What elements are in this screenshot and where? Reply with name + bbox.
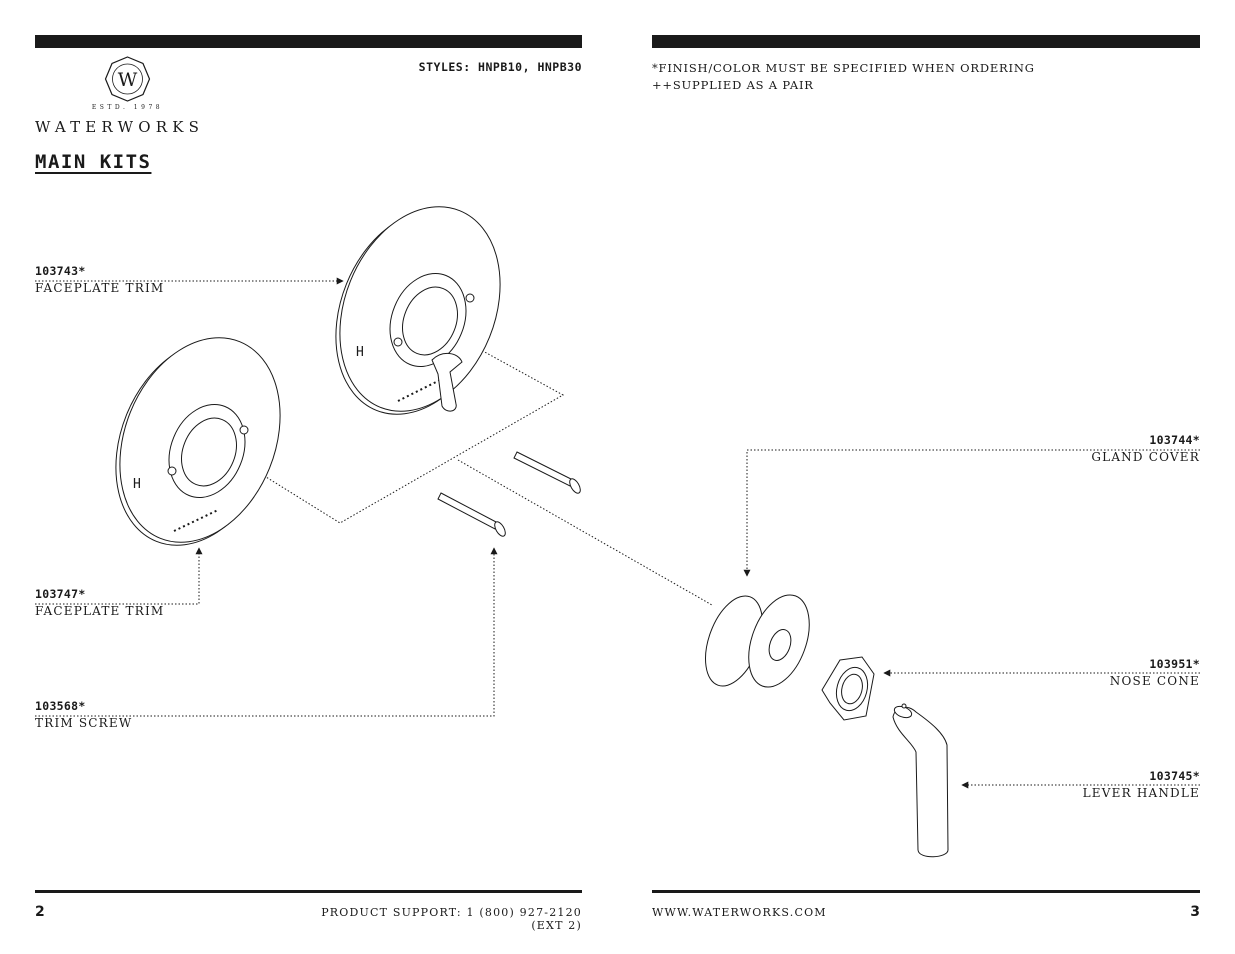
- waterworks-logo: W: [104, 56, 151, 102]
- header-rule-left: [35, 35, 582, 48]
- faceplate-mark-h: H: [133, 477, 141, 492]
- page-number-right: 3: [1190, 904, 1200, 920]
- part-number: 103745*: [1149, 769, 1200, 783]
- part-name: GLAND COVER: [1091, 450, 1200, 464]
- lever-handle-103745: [892, 703, 949, 858]
- part-number: 103568*: [35, 699, 86, 713]
- callout-103743: 103743* FACEPLATE TRIM: [35, 263, 164, 297]
- callout-103568: 103568* TRIM SCREW: [35, 698, 132, 732]
- part-number: 103743*: [35, 264, 86, 278]
- footer-rule-left: [35, 890, 582, 893]
- gland-cover-103744: [705, 580, 810, 690]
- trim-screws-103568: [437, 451, 581, 537]
- ordering-notes: *FINISH/COLOR MUST BE SPECIFIED WHEN ORD…: [652, 60, 1035, 94]
- logo-letter: W: [118, 69, 138, 91]
- faceplate-trim-103743: H: [335, 206, 501, 415]
- mini-lever: [431, 353, 463, 412]
- faceplate-trim-103747: H: [115, 337, 281, 546]
- website-link[interactable]: WWW.WATERWORKS.COM: [652, 906, 827, 919]
- part-name: NOSE CONE: [1109, 674, 1200, 688]
- note-finish: *FINISH/COLOR MUST BE SPECIFIED WHEN ORD…: [652, 61, 1035, 75]
- part-name: LEVER HANDLE: [1082, 786, 1200, 800]
- callout-103747: 103747* FACEPLATE TRIM: [35, 586, 164, 620]
- note-pair: ++SUPPLIED AS A PAIR: [652, 78, 814, 92]
- faceplate-mark-h: H: [356, 345, 364, 360]
- part-number: 103744*: [1149, 433, 1200, 447]
- part-name: TRIM SCREW: [35, 716, 133, 730]
- callout-103744: 103744* GLAND COVER: [1091, 432, 1200, 466]
- part-number: 103951*: [1149, 657, 1200, 671]
- part-number: 103747*: [35, 587, 86, 601]
- brand-name: WATERWORKS: [35, 118, 205, 136]
- header-rule-right: [652, 35, 1200, 48]
- part-name: FACEPLATE TRIM: [35, 604, 165, 618]
- nose-cone-103951: [821, 656, 875, 721]
- brand-established: ESTD. 1978: [91, 104, 164, 111]
- leader-103744: [743, 449, 1200, 577]
- footer-rule-right: [652, 890, 1200, 893]
- callout-103951: 103951* NOSE CONE: [1110, 656, 1200, 690]
- part-name: FACEPLATE TRIM: [35, 281, 165, 295]
- product-support: PRODUCT SUPPORT: 1 (800) 927-2120 (EXT 2…: [321, 906, 582, 932]
- styles-label: STYLES: HNPB10, HNPB30: [418, 60, 582, 74]
- leader-103568: [35, 547, 498, 717]
- page-number-left: 2: [35, 904, 45, 920]
- callout-103745: 103745* LEVER HANDLE: [1083, 768, 1200, 802]
- section-title: MAIN KITS: [35, 151, 152, 173]
